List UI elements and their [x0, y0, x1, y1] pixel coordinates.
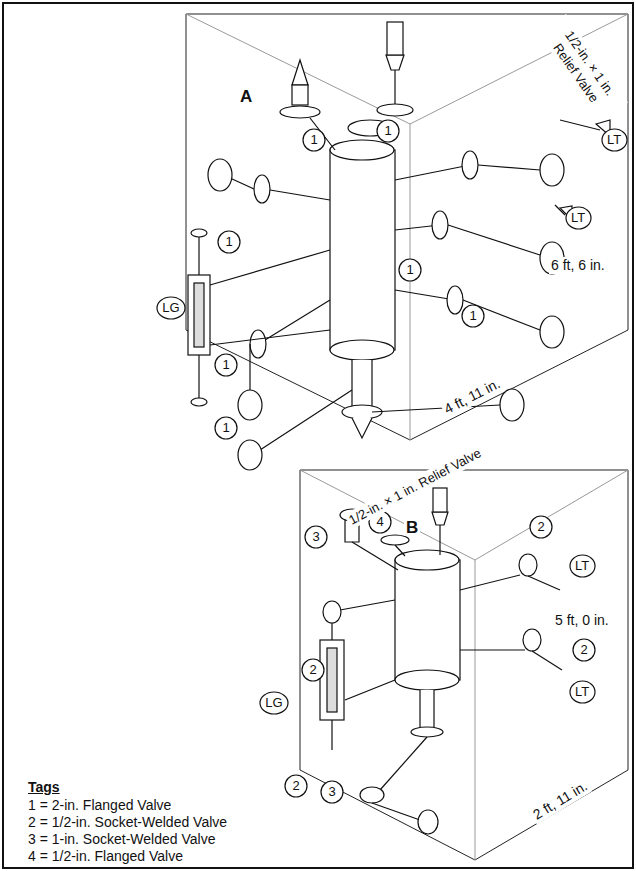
callout-text: 3 [320, 780, 344, 804]
callout-text: 1 [217, 230, 241, 254]
callout-text: 1 [214, 416, 238, 440]
callout-text: LG [156, 296, 186, 320]
callout-circle: 1 [398, 258, 422, 282]
callout-text: LT [569, 680, 596, 704]
callout-circle: 1 [214, 353, 238, 377]
view-letter: B [404, 519, 420, 536]
callout-text: 1 [461, 304, 485, 328]
tag-definition: 3 = 1-in. Socket-Welded Valve [28, 831, 215, 848]
dimension: 6 ft, 6 in. [549, 257, 607, 274]
callout-circle: LG [156, 296, 186, 320]
relief-valve-label: 1/2-in. × 1 in. Relief Valve [344, 443, 486, 529]
callout-circle: 3 [304, 525, 328, 549]
tag-definition: 4 = 1/2-in. Flanged Valve [28, 848, 183, 865]
relief-valve-label: 1/2-in. × 1 in. Relief Valve [538, 14, 628, 122]
callout-text: LT [565, 206, 592, 230]
callout-circle: 2 [284, 774, 308, 798]
callout-circle: LT [569, 554, 596, 578]
callout-circle: LG [259, 691, 289, 715]
callout-text: 1 [398, 258, 422, 282]
callout-circle: 2 [572, 638, 596, 662]
dimension: 2 ft, 11 in. [528, 776, 592, 824]
callout-text: 1 [214, 353, 238, 377]
dimension: 5 ft, 0 in. [553, 612, 611, 629]
tag-definition: 1 = 2-in. Flanged Valve [28, 797, 171, 814]
callout-text: 1 [302, 128, 326, 152]
callout-circle: 1 [376, 119, 400, 143]
view-letter: A [238, 88, 254, 105]
callout-circle: 1 [214, 416, 238, 440]
callout-text: 2 [529, 515, 553, 539]
callout-circle: 1 [461, 304, 485, 328]
callout-text: LG [259, 691, 289, 715]
callout-circle: 2 [529, 515, 553, 539]
callout-text: 2 [572, 638, 596, 662]
callout-text: 1 [376, 119, 400, 143]
callout-circle: LT [569, 680, 596, 704]
callout-circle: 2 [301, 658, 325, 682]
callout-circle: 3 [320, 780, 344, 804]
callout-text: 2 [301, 658, 325, 682]
callout-circle: 1 [217, 230, 241, 254]
callout-text: 3 [304, 525, 328, 549]
callout-circle: LT [565, 206, 592, 230]
callout-circle: LT [601, 128, 628, 152]
tag-definition: 2 = 1/2-in. Socket-Welded Valve [28, 814, 227, 831]
callout-text: LT [601, 128, 628, 152]
legend-heading: Tags [28, 779, 60, 796]
callout-text: 2 [284, 774, 308, 798]
callout-circle: 1 [302, 128, 326, 152]
dimension: 4 ft, 11 in. [440, 374, 505, 418]
callout-text: LT [569, 554, 596, 578]
